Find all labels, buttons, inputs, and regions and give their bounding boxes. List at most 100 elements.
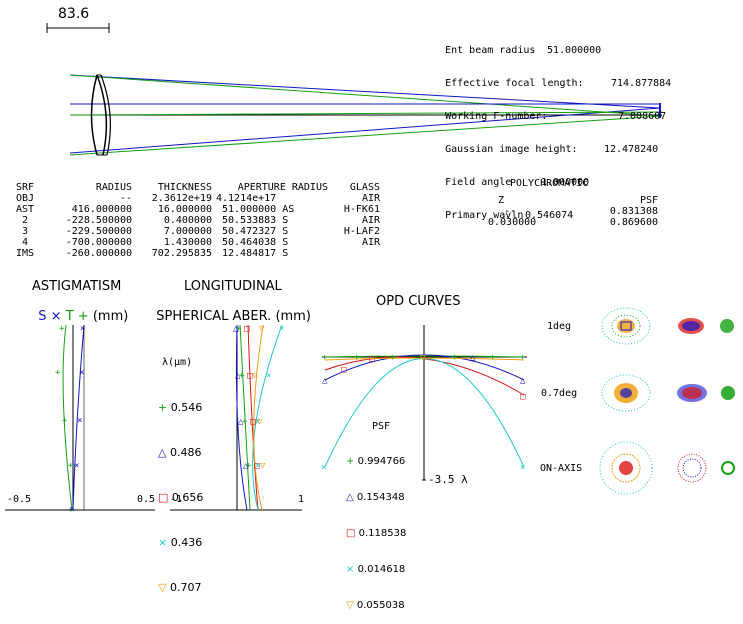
legend-item: ▽ 0.055038: [346, 600, 405, 611]
svg-text:+: +: [55, 368, 61, 378]
spec-ent-beam: Ent beam radius 51.000000: [421, 34, 721, 56]
table-cell: 50.464038 S: [222, 237, 289, 248]
svg-text:+: +: [390, 353, 396, 363]
psf-value: 0.994766: [357, 456, 406, 467]
psf-legend: + 0.994766 △ 0.154348 □ 0.118538 × 0.014…: [346, 432, 406, 624]
table-cell: 0.869600: [609, 217, 658, 228]
col-header: APERTURE RADIUS: [237, 182, 328, 193]
svg-text:△: △: [322, 376, 328, 386]
legend-item: △ 0.486: [158, 446, 202, 459]
table-row: -- 0.831308: [480, 206, 658, 217]
long-xmax: 1: [298, 494, 305, 505]
table-cell: 416.000000: [71, 204, 132, 215]
svg-text:+: +: [242, 417, 248, 427]
wavelength-value: 0.546: [170, 401, 203, 414]
table-cell: 16.000000: [157, 204, 212, 215]
spec-value: 51.000000: [547, 45, 602, 56]
table-cell: AIR: [361, 193, 380, 204]
longitudinal-subtitle-text: SPHERICAL ABER.: [156, 309, 272, 324]
legend-item: + 0.546: [158, 401, 203, 414]
spec-efl: Effective focal length:714.877884: [421, 67, 721, 89]
astigmatism-legend: S × T + (mm): [38, 309, 129, 324]
svg-text:+: +: [490, 353, 496, 363]
table-cell: -260.000000: [65, 248, 132, 259]
psf-value: 0.154348: [356, 492, 405, 503]
spec-value: 12.478240: [604, 144, 659, 155]
spec-label: Effective focal length:: [445, 78, 584, 89]
svg-text:×: ×: [321, 463, 326, 473]
astig-xmax: 0.5: [137, 494, 156, 505]
legend-item: + 0.994766: [346, 456, 406, 467]
table-row: 0.030000 0.869600: [480, 217, 658, 228]
table-cell: 51.000000 AS: [222, 204, 295, 215]
svg-text:□: □: [250, 417, 256, 427]
table-row: OBJ -- 2.3612e+19 4.1214e+17 AIR: [16, 193, 380, 204]
table-cell: 50.472327 S: [222, 226, 289, 237]
psf-value: 0.055038: [356, 600, 405, 611]
surface-table: SRF RADIUS THICKNESS APERTURE RADIUS GLA…: [16, 182, 380, 259]
svg-text:×: ×: [266, 371, 271, 381]
wavelength-legend: + 0.546 △ 0.486 □ 0.656 × 0.436 ▽ 0.707: [158, 370, 203, 610]
svg-text:△: △: [243, 461, 249, 471]
spec-value: 7.008607: [618, 111, 667, 122]
table-cell: H-LAF2: [343, 226, 380, 237]
table-cell: -229.500000: [65, 226, 132, 237]
col-header: RADIUS: [95, 182, 132, 193]
spot-label-07deg: 0.7deg: [541, 388, 578, 399]
svg-text:△: △: [520, 376, 526, 386]
legend-item: □ 0.656: [158, 491, 204, 504]
table-row: 2 -228.500000 0.400000 50.533883 S AIR: [16, 215, 380, 226]
table-cell: 0.030000: [488, 217, 537, 228]
table-cell: IMS: [16, 248, 35, 259]
svg-text:+: +: [452, 353, 458, 363]
svg-text:□: □: [244, 324, 250, 334]
aberration-plots: +++++ ××××× ++++ △△△△ □□□□ ×××× ▽▽▽▽ +++…: [5, 307, 735, 515]
svg-text:×: ×: [255, 461, 260, 471]
scale-bar-label: 83.6: [58, 6, 90, 22]
svg-text:▽: ▽: [260, 461, 266, 471]
table-cell: --: [504, 206, 517, 217]
legend-item: ▽ 0.707: [158, 581, 202, 594]
lambda-label: λ(μm): [162, 357, 193, 368]
svg-text:□: □: [369, 354, 375, 364]
legend-item: × 0.014618: [346, 564, 406, 575]
table-cell: AIR: [361, 215, 380, 226]
svg-text:×: ×: [279, 324, 284, 334]
table-row: AST 416.000000 16.000000 51.000000 AS H-…: [16, 204, 380, 215]
spot-label-1deg: 1deg: [547, 321, 572, 332]
svg-text:×: ×: [79, 368, 84, 378]
svg-text:×: ×: [77, 416, 82, 426]
table-cell: 3: [22, 226, 29, 237]
svg-text:+: +: [520, 353, 526, 363]
wavelength-value: 0.436: [170, 536, 203, 549]
svg-text:▽: ▽: [259, 324, 265, 334]
spec-value: 1.000000: [541, 177, 590, 188]
col-header: PSF: [639, 195, 658, 206]
svg-text:×: ×: [74, 461, 79, 471]
legend-s: S: [38, 309, 47, 324]
svg-text:△: △: [233, 324, 239, 334]
astig-xmin: -0.5: [7, 494, 32, 505]
longitudinal-subtitle: SPHERICAL ABER. (mm): [148, 294, 311, 324]
svg-text:+: +: [246, 461, 252, 471]
table-cell: 7.000000: [163, 226, 212, 237]
legend-item: × 0.436: [158, 536, 203, 549]
table-cell: AST: [16, 204, 35, 215]
svg-text:+: +: [236, 324, 242, 334]
opd-title: OPD CURVES: [376, 294, 461, 309]
svg-text:□: □: [520, 392, 526, 402]
svg-text:□: □: [254, 461, 260, 471]
longitudinal-title: LONGITUDINAL: [184, 279, 282, 294]
svg-text:+: +: [59, 324, 65, 334]
spec-label: Ent beam radius: [445, 45, 536, 56]
svg-text:+: +: [68, 461, 74, 471]
long-xmin: -1: [170, 494, 183, 505]
table-cell: 4: [22, 237, 29, 248]
table-row: 3 -229.500000 7.000000 50.472327 S H-LAF…: [16, 226, 380, 237]
col-header: THICKNESS: [157, 182, 212, 193]
spec-image-height: Gaussian image height:12.478240: [421, 133, 721, 155]
svg-text:▽: ▽: [252, 371, 258, 381]
svg-text:×: ×: [69, 505, 74, 515]
svg-text:+: +: [322, 353, 328, 363]
